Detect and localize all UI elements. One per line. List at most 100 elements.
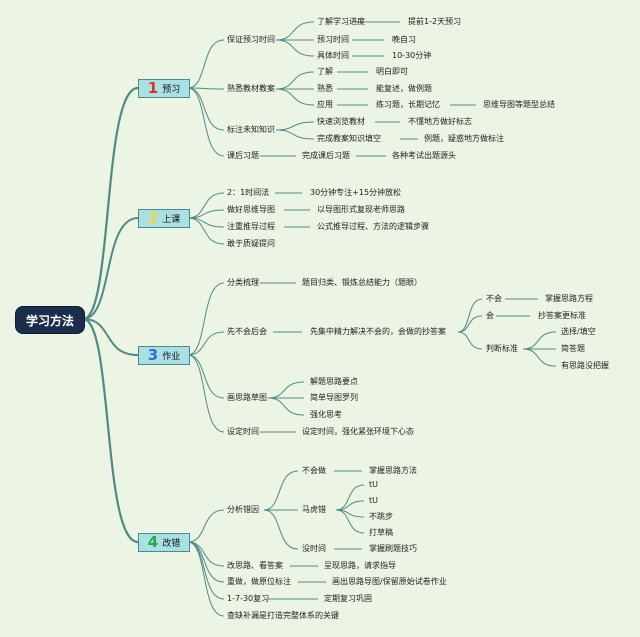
- node[interactable]: 分析错因: [227, 505, 259, 514]
- node[interactable]: 没时间: [302, 544, 326, 553]
- node[interactable]: 查缺补漏是打造完整体系的关键: [227, 611, 339, 620]
- node[interactable]: 打草稿: [369, 528, 393, 537]
- node[interactable]: 重做，做原位标注: [227, 577, 291, 586]
- connector-curve: [275, 39, 315, 57]
- node[interactable]: 画出思路导图/保留原始试卷作业: [332, 577, 447, 586]
- node[interactable]: 2：1时间法: [227, 188, 270, 197]
- node[interactable]: 熟悉: [317, 84, 333, 93]
- node[interactable]: 掌握思路方法: [369, 466, 417, 475]
- node[interactable]: 会: [486, 311, 494, 320]
- node[interactable]: 了解学习进度: [317, 17, 365, 26]
- node[interactable]: 以导图形式复现老师思路: [317, 205, 405, 214]
- connector-curve: [522, 331, 557, 350]
- connector-curve: [263, 509, 299, 550]
- node[interactable]: 具体时间: [317, 51, 349, 60]
- connector-curve: [82, 318, 139, 356]
- node[interactable]: 预习时间: [317, 35, 349, 44]
- node[interactable]: tU: [369, 496, 378, 505]
- node[interactable]: 有思路没把握: [561, 361, 609, 370]
- connector-curve: [267, 397, 305, 416]
- node[interactable]: 标注未知知识: [227, 125, 275, 134]
- node[interactable]: 思维导图等题型总结: [483, 100, 555, 109]
- node[interactable]: 应用: [317, 100, 333, 109]
- node[interactable]: 敢于质疑提问: [227, 239, 275, 248]
- node[interactable]: 熟悉教材教案: [227, 84, 275, 93]
- node[interactable]: 完成教案知识填空: [317, 134, 381, 143]
- connector-curve: [275, 71, 315, 90]
- connector-curve: [82, 317, 139, 544]
- node[interactable]: 改思路、看答案: [227, 561, 283, 570]
- node[interactable]: 课后习题: [227, 151, 259, 160]
- connector-curve: [457, 315, 483, 333]
- node[interactable]: 不会做: [302, 466, 326, 475]
- category-number: 1: [147, 79, 159, 97]
- node[interactable]: tU: [369, 480, 378, 489]
- node[interactable]: 题目归类、锻炼总结能力（题眼）: [302, 278, 422, 287]
- node[interactable]: 不懂地方做好标志: [408, 117, 472, 126]
- node[interactable]: 能复述，做例题: [376, 84, 432, 93]
- connector-curve: [275, 129, 315, 140]
- node[interactable]: 定期复习巩固: [324, 594, 372, 603]
- category-number: 2: [147, 209, 159, 227]
- node[interactable]: 分类梳理: [227, 278, 259, 287]
- node[interactable]: 30分钟专注+15分钟放松: [310, 188, 402, 197]
- node[interactable]: 马虎错: [302, 505, 326, 514]
- node[interactable]: 明白即可: [376, 67, 408, 76]
- node[interactable]: 先不会后会: [227, 327, 267, 336]
- node[interactable]: 掌握思路方程: [545, 294, 593, 303]
- connector-curve: [187, 282, 225, 356]
- connector-curve: [82, 217, 139, 320]
- node[interactable]: 晚自习: [392, 35, 416, 44]
- node[interactable]: 公式推导过程、方法的逻辑步骤: [317, 222, 429, 231]
- category-number: 4: [147, 533, 159, 551]
- node[interactable]: 做好思维导图: [227, 205, 275, 214]
- connector-curve: [457, 331, 483, 350]
- connector-curve: [457, 298, 483, 333]
- connector-curve: [263, 470, 299, 511]
- node[interactable]: 画思路草图: [227, 393, 267, 402]
- node[interactable]: 例题，疑惑地方做标注: [424, 134, 504, 143]
- category-label: 改错: [162, 539, 181, 549]
- node[interactable]: 判断标准: [486, 344, 518, 353]
- connector-curve: [82, 86, 139, 321]
- node[interactable]: 抄答案更标准: [538, 311, 586, 320]
- connector-curve: [187, 541, 225, 567]
- node[interactable]: 呈现思路，请求指导: [324, 561, 396, 570]
- connector-curve: [522, 348, 557, 367]
- node[interactable]: 注重推导过程: [227, 222, 275, 231]
- node[interactable]: 不跳步: [369, 512, 393, 521]
- node[interactable]: 10-30分钟: [392, 51, 432, 60]
- connector-curve: [187, 354, 225, 399]
- node[interactable]: 掌握刷题技巧: [369, 544, 417, 553]
- node[interactable]: 先集中精力解决不会的，会做的抄答案: [310, 327, 446, 336]
- node[interactable]: 设定时间，强化紧张环境下心态: [302, 427, 414, 436]
- connector-curve: [187, 87, 225, 131]
- node[interactable]: 不会: [486, 294, 502, 303]
- node[interactable]: 各种考试出题源头: [392, 151, 456, 160]
- node[interactable]: 练习题，长期记忆: [376, 100, 440, 109]
- node[interactable]: 提前1-2天预习: [408, 17, 462, 26]
- node[interactable]: 简单导图罗列: [310, 393, 358, 402]
- connector-curve: [187, 192, 225, 219]
- node[interactable]: 快速浏览教材: [317, 117, 365, 126]
- node[interactable]: 选择/填空: [561, 327, 596, 336]
- connector-curve: [187, 509, 225, 543]
- connector-curve: [335, 500, 365, 511]
- node[interactable]: 简答题: [561, 344, 585, 353]
- node[interactable]: 设定时间: [227, 427, 259, 436]
- node[interactable]: 解题思路要点: [310, 377, 358, 386]
- connector-curve: [187, 331, 225, 356]
- node[interactable]: 1-7-30复习: [227, 594, 270, 603]
- connector-curve: [335, 484, 365, 511]
- node[interactable]: 了解: [317, 67, 333, 76]
- connector-curve: [275, 21, 315, 41]
- node[interactable]: 完成课后习题: [302, 151, 350, 160]
- node[interactable]: 保证预习时间: [227, 35, 275, 44]
- node[interactable]: 强化思考: [310, 410, 342, 419]
- connector-curve: [187, 354, 225, 433]
- root-node[interactable]: 学习方法: [15, 306, 85, 334]
